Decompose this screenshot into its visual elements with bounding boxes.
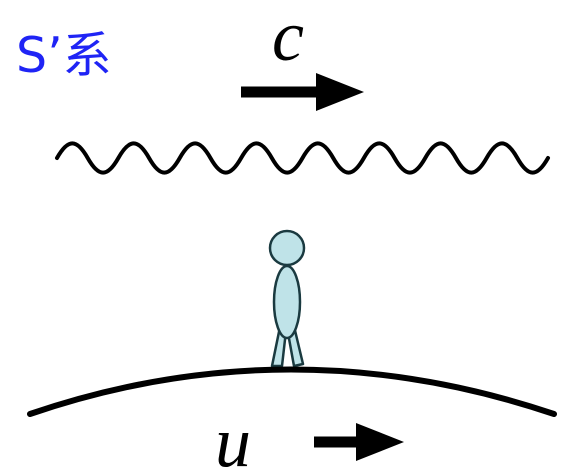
observer-body: [272, 264, 302, 340]
observer-figure-icon: [268, 229, 306, 368]
velocity-arrow-icon: [314, 423, 404, 461]
velocity-symbol: u: [215, 402, 251, 473]
light-direction-arrow-icon: [241, 73, 364, 111]
light-wave-icon: [55, 141, 550, 175]
frame-label: S’系: [16, 27, 112, 84]
observer-head: [268, 229, 306, 267]
light-speed-symbol: c: [272, 0, 304, 76]
ground-surface-icon: [27, 366, 557, 417]
